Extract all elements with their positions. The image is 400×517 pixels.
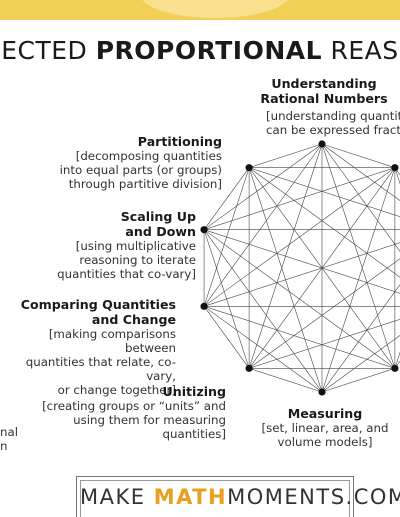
network-edge (248, 167, 323, 393)
network-edges (203, 143, 400, 393)
network-edge (203, 242, 400, 307)
footer-logo: MAKE MATHMOMENTS.COM (80, 485, 400, 509)
network-node-dot (200, 302, 208, 310)
partial-left-label: nal n (0, 425, 18, 453)
network-edge (203, 229, 250, 369)
network-edge (249, 318, 400, 369)
network-edge (203, 167, 250, 307)
network-edge (203, 306, 395, 369)
network-node-dot (318, 388, 326, 396)
network-nodes (200, 140, 399, 396)
network-node-dot (200, 226, 208, 234)
network-edge (203, 167, 250, 230)
node-label-measuring: Measuring [set, linear, area, and volume… (261, 406, 389, 449)
footer-frame (76, 476, 354, 517)
network-node-dot (391, 364, 399, 372)
node-label-unitizing: Unitizing [creating groups or “units” an… (42, 384, 226, 441)
network-node-dot (318, 140, 326, 148)
node-label-comparing: Comparing Quantities and Change [making … (20, 297, 176, 397)
network-edge (203, 229, 396, 369)
node-label-partitioning: Partitioning [decomposing quantities int… (59, 134, 222, 191)
network-node-dot (245, 164, 253, 172)
node-label-understanding: Understanding Rational Numbers (260, 76, 388, 106)
network-edge (248, 167, 400, 278)
network-edge (321, 284, 400, 393)
network-edge (203, 229, 323, 393)
network-edge (203, 306, 323, 393)
network-edge (249, 167, 400, 218)
network-edge (203, 229, 400, 294)
node-desc-understanding: [understanding quantities tha can be exp… (266, 109, 400, 137)
page-title: NECTED PROPORTIONAL REASO (0, 36, 400, 65)
network-edge (203, 143, 323, 307)
network-node-dot (245, 364, 253, 372)
network-edge (248, 167, 396, 369)
network-edge (321, 143, 400, 252)
network-edge (203, 167, 395, 230)
network-edge (321, 368, 395, 393)
network-edge (249, 368, 323, 393)
top-banner-highlight (140, 0, 290, 18)
network-node-dot (391, 164, 399, 172)
network-edge (321, 143, 395, 168)
network-edge (249, 143, 323, 168)
network-edge (203, 306, 250, 369)
footer-inner-frame (80, 480, 350, 517)
node-label-scaling: Scaling Up and Down [using multiplicativ… (57, 209, 196, 281)
